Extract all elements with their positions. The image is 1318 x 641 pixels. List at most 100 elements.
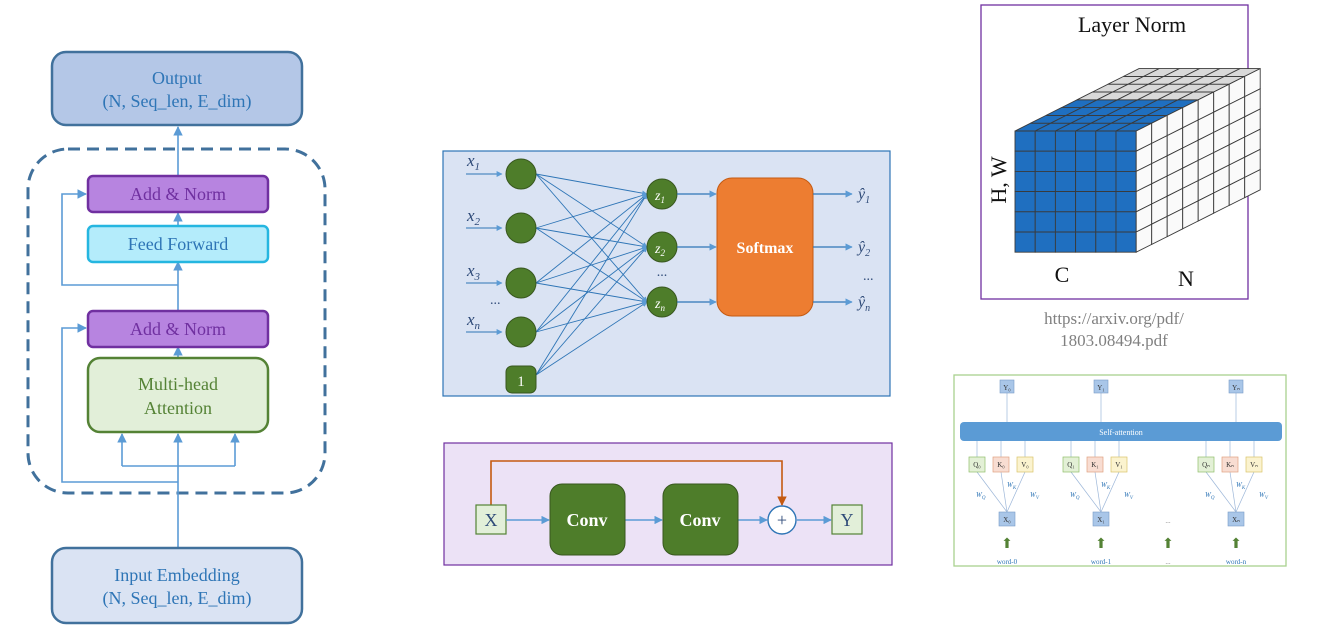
cube-cell-30 <box>1014 231 1036 253</box>
softmax-network-diagram: x1 x2 x3 ... xn 1 z1 z2 ... zn <box>442 150 891 397</box>
output-shape: (N, Seq_len, E_dim) <box>103 91 252 112</box>
cube-cell-32 <box>1054 231 1077 253</box>
cube-cell-16 <box>1095 170 1117 193</box>
output-label-y2: ŷ2 <box>856 239 870 259</box>
conv-box-1 <box>549 483 626 556</box>
cube-cell-0 <box>1014 130 1036 152</box>
input-embedding-shape: (N, Seq_len, E_dim) <box>103 588 252 609</box>
sa-w-label-1-2: WV <box>1124 491 1134 501</box>
softmax-input-labels: x1 x2 x3 ... xn <box>466 151 501 332</box>
sa-up-arrow-1: ⬆ <box>1095 537 1107 552</box>
feed-forward-label: Feed Forward <box>128 234 228 254</box>
self-attention-lines <box>976 393 1255 513</box>
input-underlines <box>466 171 503 335</box>
input-node-2 <box>505 212 537 244</box>
axis-hw-label: H, W <box>986 156 1011 203</box>
cube-cell-11 <box>1115 150 1137 172</box>
residual-add-node <box>767 505 797 535</box>
sa-up-arrow-0: ⬆ <box>1001 537 1013 552</box>
sa-up-arrow-2: ⬆ <box>1230 537 1242 552</box>
softmax-edge-0-1 <box>535 173 648 248</box>
input-embedding-box <box>50 546 304 625</box>
cube-cell-18 <box>1014 191 1036 213</box>
sa-arrow-middle: ⬆ <box>1162 537 1174 552</box>
output-label-yn: ŷn <box>856 294 870 314</box>
sa-q-box-0 <box>968 456 986 473</box>
residual-block-diagram: X Conv Conv + Y <box>443 442 893 566</box>
cube-cell-25 <box>1034 211 1056 233</box>
cube-cell-19 <box>1034 191 1056 213</box>
sa-word-label-1: word-1 <box>1091 558 1112 566</box>
citation-line1: https://arxiv.org/pdf/ <box>1044 309 1184 328</box>
sa-k-label-2: Kₙ <box>1226 461 1234 469</box>
cube-cell-26 <box>1054 211 1077 233</box>
sa-y-label-2: Yₙ <box>1232 384 1240 392</box>
residual-plus-label: + <box>777 510 787 530</box>
bias-label: 1 <box>517 374 525 390</box>
cube-cell-29 <box>1115 211 1137 233</box>
cube-cell-20 <box>1054 191 1077 213</box>
softmax-edge-2-0 <box>535 193 648 284</box>
sa-q-box-2 <box>1197 456 1215 473</box>
sa-word-label-2: word-n <box>1226 558 1247 566</box>
axis-c-label: C <box>1055 262 1070 287</box>
sa-y-box-2 <box>1228 379 1244 394</box>
cube-cell-22 <box>1095 191 1117 213</box>
mha-label-line1: Multi-head <box>138 374 218 394</box>
cube-cell-8 <box>1054 150 1077 172</box>
input-node-n <box>505 316 537 348</box>
encoder-boundary <box>26 147 327 495</box>
sa-v-box-0 <box>1016 456 1034 473</box>
softmax-edge-3-1 <box>535 246 648 333</box>
softmax-edge-2-2 <box>535 282 648 304</box>
cube-cell-6 <box>1014 150 1036 172</box>
self-attention-bar <box>960 422 1282 441</box>
z-label-2: z2 <box>654 242 665 258</box>
softmax-edge-3-2 <box>535 300 648 333</box>
softmax-to-output-arrows <box>813 190 853 306</box>
cube-cell-4 <box>1095 130 1117 152</box>
output-label-y1: ŷ1 <box>856 186 870 206</box>
sa-x-box-1 <box>1092 511 1110 527</box>
sa-y-label-0: Y₀ <box>1003 384 1011 392</box>
sa-q-box-1 <box>1062 456 1080 473</box>
input-label-x3: x3 <box>466 261 481 283</box>
feed-forward-box <box>86 224 270 264</box>
sa-v-label-0: V₀ <box>1021 461 1029 469</box>
cube-cell-17 <box>1115 170 1137 193</box>
cube-cell-24 <box>1014 211 1036 233</box>
sa-k-box-0 <box>992 456 1010 473</box>
cube-cell-35 <box>1115 231 1137 253</box>
skip-connection <box>490 460 787 506</box>
transformer-connections <box>61 126 240 548</box>
bias-node <box>505 365 537 394</box>
cube-cell-10 <box>1095 150 1117 172</box>
sa-q-label-1: Q₁ <box>1067 461 1075 469</box>
sa-k-box-2 <box>1221 456 1239 473</box>
cube-cell-21 <box>1075 191 1097 213</box>
self-attention-bar-label: Self-attention <box>1099 428 1143 437</box>
sa-w-label-2-2: WV <box>1259 491 1269 501</box>
cube-cell-5 <box>1115 130 1137 152</box>
sa-x-label-0: X₀ <box>1003 516 1011 524</box>
input-label-x1: x1 <box>466 151 480 173</box>
cube-cell-7 <box>1034 150 1056 172</box>
softmax-edge-2-1 <box>535 245 648 284</box>
conv-box-2 <box>662 483 739 556</box>
sa-k-box-1 <box>1086 456 1104 473</box>
z-label-n: zn <box>654 297 665 313</box>
residual-x-box <box>475 504 507 535</box>
cube-cell-2 <box>1054 130 1077 152</box>
sa-v-box-1 <box>1110 456 1128 473</box>
add-norm-top-box <box>86 174 270 214</box>
sa-k-label-1: K₁ <box>1091 461 1099 469</box>
residual-y-box <box>831 504 863 535</box>
add-norm-bottom-label: Add & Norm <box>130 319 226 339</box>
input-label-xn: xn <box>466 310 481 332</box>
sa-k-label-0: K₀ <box>997 461 1005 469</box>
